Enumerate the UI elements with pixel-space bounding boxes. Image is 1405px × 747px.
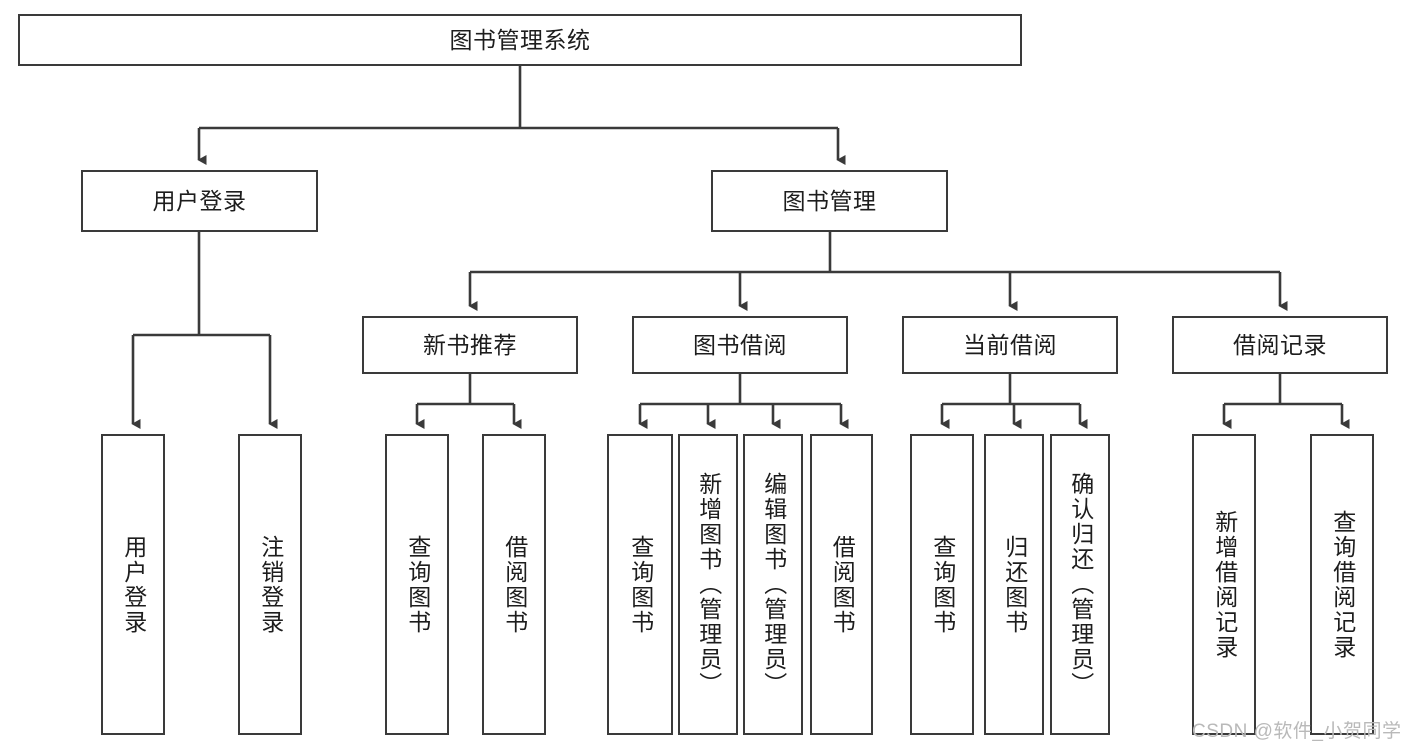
node-leaf-edit-book[interactable]: 编辑图书（管理员）	[743, 434, 803, 735]
node-label: 当前借阅	[963, 331, 1057, 358]
node-label: 图书借阅	[693, 331, 787, 358]
node-label: 新书推荐	[423, 331, 517, 358]
node-book-borrow[interactable]: 图书借阅	[632, 316, 848, 374]
node-label: 用户登录	[152, 187, 247, 214]
node-label: 图书管理系统	[449, 26, 591, 53]
node-leaf-confirm-return[interactable]: 确认归还（管理员）	[1050, 434, 1110, 735]
node-label: 归还图书	[1001, 534, 1028, 635]
node-label: 借阅图书	[501, 534, 528, 635]
node-leaf-add-book[interactable]: 新增图书（管理员）	[678, 434, 738, 735]
node-label: 借阅记录	[1233, 331, 1327, 358]
node-leaf-add-record[interactable]: 新增借阅记录	[1192, 434, 1256, 735]
csdn-watermark: CSDN @软件_小贺同学	[1192, 721, 1402, 742]
node-root[interactable]: 图书管理系统	[18, 14, 1022, 66]
node-label: 新增借阅记录	[1211, 509, 1238, 660]
node-label: 查询图书	[627, 534, 654, 635]
node-leaf-borrow-book-2[interactable]: 借阅图书	[810, 434, 873, 735]
node-label: 查询图书	[929, 534, 956, 635]
node-leaf-query-record[interactable]: 查询借阅记录	[1310, 434, 1374, 735]
node-leaf-user-logout[interactable]: 注销登录	[238, 434, 302, 735]
node-leaf-user-login[interactable]: 用户登录	[101, 434, 165, 735]
node-label: 确认归还（管理员）	[1067, 472, 1094, 697]
node-borrow-records[interactable]: 借阅记录	[1172, 316, 1388, 374]
node-leaf-query-book-2[interactable]: 查询图书	[607, 434, 673, 735]
node-user-login[interactable]: 用户登录	[81, 170, 318, 232]
node-label: 借阅图书	[829, 534, 856, 635]
node-leaf-borrow-book-1[interactable]: 借阅图书	[482, 434, 546, 735]
node-leaf-return-book[interactable]: 归还图书	[984, 434, 1044, 735]
node-label: 新增图书（管理员）	[695, 472, 722, 697]
node-label: 注销登录	[257, 534, 284, 635]
node-label: 编辑图书（管理员）	[760, 472, 787, 697]
node-leaf-query-book-3[interactable]: 查询图书	[910, 434, 974, 735]
node-current-borrow[interactable]: 当前借阅	[902, 316, 1118, 374]
node-leaf-query-book-1[interactable]: 查询图书	[385, 434, 449, 735]
node-label: 用户登录	[120, 534, 147, 635]
node-new-book-rec[interactable]: 新书推荐	[362, 316, 578, 374]
node-label: 图书管理	[782, 187, 877, 214]
node-label: 查询图书	[404, 534, 431, 635]
node-book-manage[interactable]: 图书管理	[711, 170, 948, 232]
node-label: 查询借阅记录	[1329, 509, 1356, 660]
